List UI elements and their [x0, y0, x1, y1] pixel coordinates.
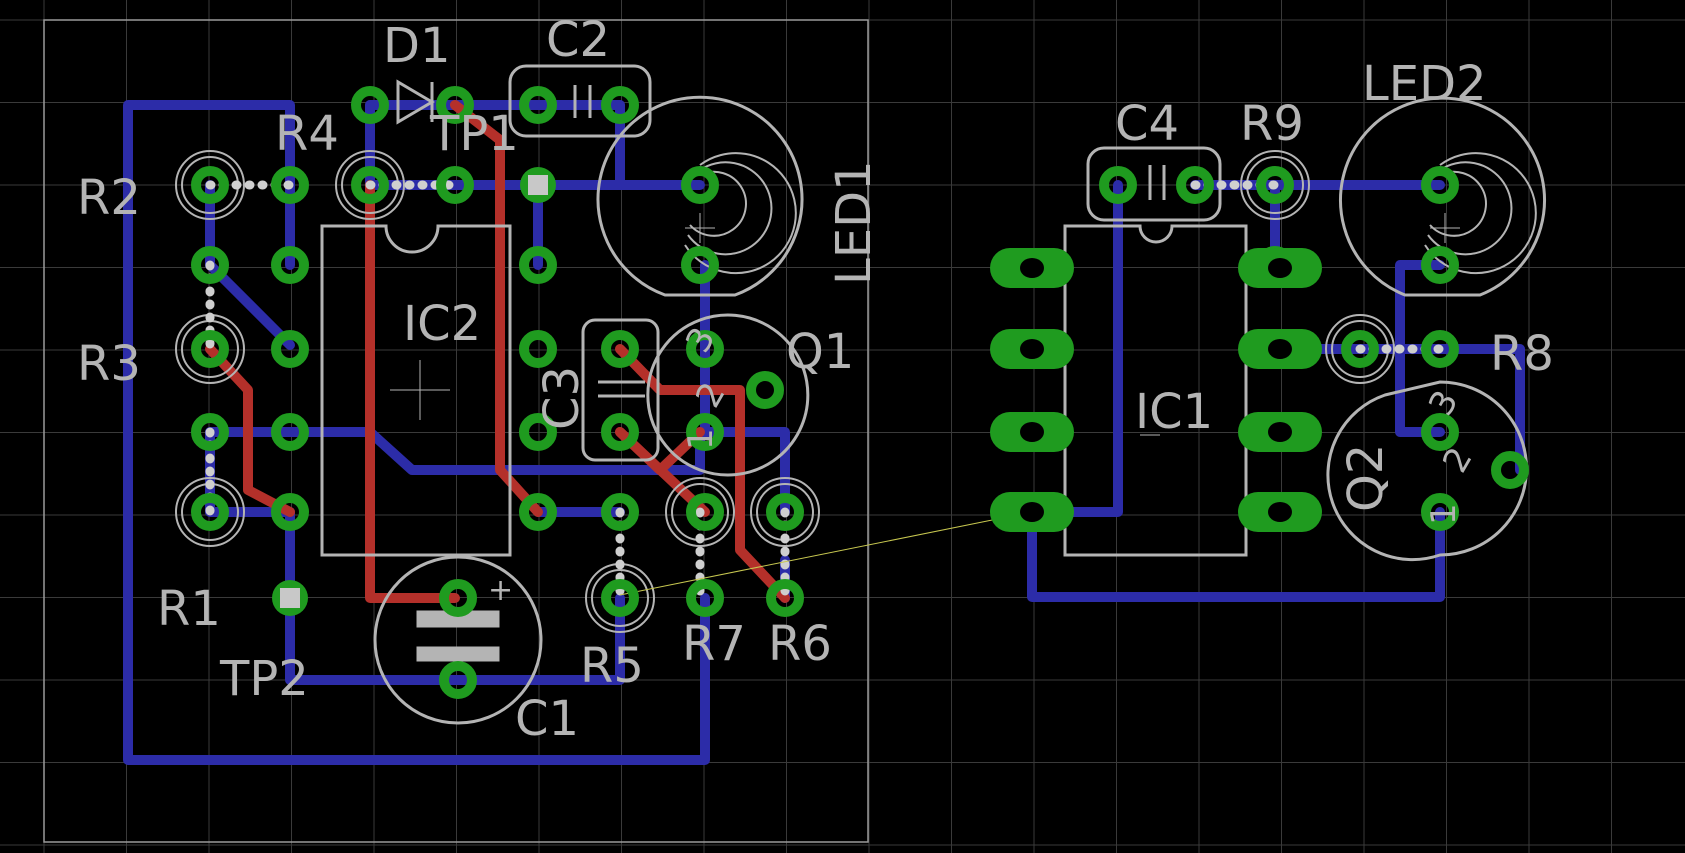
pad	[191, 246, 229, 284]
d1-symbol	[396, 79, 435, 125]
pad	[1099, 166, 1137, 204]
pad	[746, 371, 784, 409]
pad	[191, 413, 229, 451]
label-q1-pin1: 1	[681, 428, 721, 450]
label-led1: LED1	[826, 160, 882, 285]
pad	[1421, 246, 1459, 284]
pad	[686, 579, 724, 617]
label-r9: R9	[1240, 96, 1304, 152]
label-ic2: IC2	[403, 296, 481, 352]
label-r4: R4	[275, 106, 339, 162]
pad	[439, 661, 477, 699]
pad	[191, 166, 229, 204]
pad	[686, 330, 724, 368]
label-tp1: TP1	[429, 106, 519, 162]
pad	[681, 246, 719, 284]
pad	[766, 579, 804, 617]
pad	[519, 246, 557, 284]
label-q2: Q2	[1338, 444, 1394, 512]
label-led2: LED2	[1362, 56, 1487, 112]
pad	[686, 493, 724, 531]
label-d1: D1	[383, 18, 451, 74]
pad	[271, 330, 309, 368]
label-r8: R8	[1490, 326, 1554, 382]
label-c1: C1	[515, 691, 579, 747]
pad	[439, 579, 477, 617]
pad	[601, 413, 639, 451]
pad	[1176, 166, 1214, 204]
label-r3: R3	[77, 336, 141, 392]
pad	[1421, 330, 1459, 368]
pad	[191, 330, 229, 368]
label-r1: R1	[157, 581, 221, 637]
c3-body	[581, 318, 660, 462]
label-r7: R7	[682, 616, 746, 672]
component-labels: D1 C2 R4 TP1 R2 LED1 IC2 R3 C3 Q1 R1 TP2…	[77, 12, 1554, 747]
board-outline	[43, 19, 869, 843]
pad	[681, 166, 719, 204]
pad	[1341, 330, 1379, 368]
pad	[271, 413, 309, 451]
pad	[1421, 493, 1459, 531]
pad	[1256, 166, 1294, 204]
pad	[191, 493, 229, 531]
label-ic1: IC1	[1135, 384, 1213, 440]
pad	[519, 86, 557, 124]
c1-body	[373, 555, 543, 725]
label-q2-pin1: 1	[1424, 503, 1464, 525]
label-c2: C2	[546, 12, 610, 68]
pad	[351, 86, 389, 124]
q2-body	[1326, 380, 1528, 562]
label-q1: Q1	[786, 324, 854, 380]
q1-body	[646, 313, 810, 477]
label-r2: R2	[77, 170, 141, 226]
label-tp2: TP2	[219, 651, 309, 707]
ic2-body	[320, 224, 512, 557]
pad	[519, 493, 557, 531]
pad	[1421, 413, 1459, 451]
pads	[191, 86, 1529, 699]
pad	[766, 493, 804, 531]
label-r5: R5	[580, 638, 644, 694]
pad	[351, 166, 389, 204]
pad	[601, 86, 639, 124]
pad	[601, 493, 639, 531]
pad	[601, 330, 639, 368]
airwire	[619, 511, 1033, 596]
pad	[519, 330, 557, 368]
pad	[519, 413, 557, 451]
test-pad-drill	[280, 588, 300, 608]
pad	[436, 86, 474, 124]
ic1-pad-holes	[1020, 258, 1292, 522]
pad	[1491, 451, 1529, 489]
pad	[271, 493, 309, 531]
pad	[271, 246, 309, 284]
label-c4: C4	[1115, 96, 1179, 152]
pad	[1421, 166, 1459, 204]
pad	[271, 166, 309, 204]
label-c3: C3	[534, 366, 590, 430]
test-pad-drill	[528, 175, 548, 195]
ic1-body	[1063, 224, 1248, 557]
pad	[436, 166, 474, 204]
pad	[601, 579, 639, 617]
label-c1-plus: +	[488, 573, 513, 608]
led1-body	[596, 95, 804, 297]
label-r6: R6	[768, 616, 832, 672]
pad	[686, 413, 724, 451]
led2-body	[1339, 96, 1546, 297]
c2-body	[508, 64, 652, 138]
